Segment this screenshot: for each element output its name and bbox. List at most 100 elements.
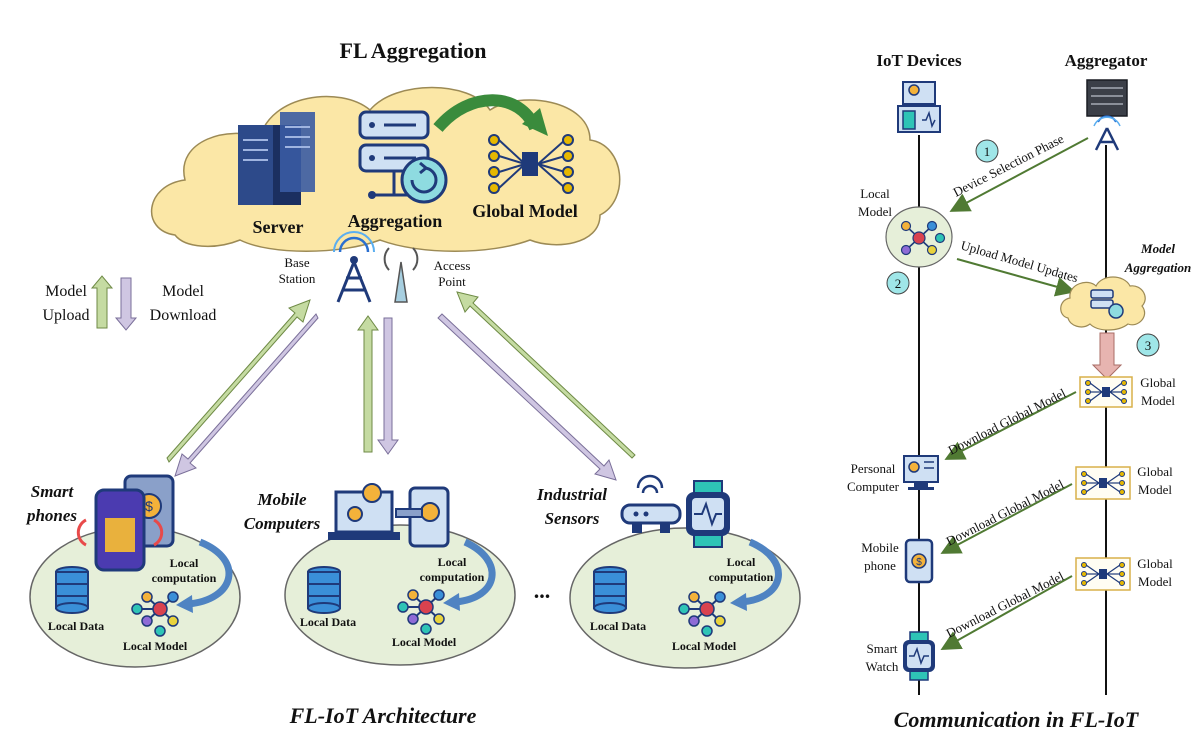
model-aggregation-label-2: Aggregation — [1124, 260, 1191, 275]
smart-watch-icon — [903, 631, 935, 681]
access-point-icon — [383, 247, 419, 303]
local-computation-arrow — [187, 538, 233, 608]
svg-text:$: $ — [145, 498, 153, 514]
global-model-2-label-1: Global — [1137, 464, 1173, 479]
mobile-computers-label-2: Computers — [244, 514, 321, 533]
personal-computer-label-1: Personal — [851, 461, 896, 476]
download-global-arrow-watch — [940, 575, 1073, 650]
aggregation-icon — [358, 110, 448, 204]
step-3-badge — [1136, 333, 1160, 357]
device-selection-arrow — [949, 137, 1089, 212]
local-data-label: Local Data — [590, 619, 646, 633]
industrial-sensors-label-2: Sensors — [545, 509, 600, 528]
personal-computer-icon — [903, 455, 939, 490]
tablet-icon — [395, 486, 450, 548]
local-data-label: Local Data — [300, 615, 356, 629]
download-global-arrow-pc — [944, 391, 1077, 460]
legend-upload-1: Model — [45, 283, 87, 300]
access-point-label-2: Point — [438, 274, 466, 289]
industrial-sensors-cluster — [569, 474, 801, 669]
step-2-badge — [886, 271, 910, 295]
aggregator-header: Aggregator — [1065, 51, 1148, 70]
access-point-label-1: Access — [434, 258, 471, 273]
step-1-number: 1 — [984, 144, 991, 159]
local-data-icon — [593, 566, 627, 614]
legend-download-2: Download — [150, 307, 217, 324]
laptop-icon — [328, 483, 400, 540]
personal-computer-label-2: Computer — [847, 479, 900, 494]
legend-download-arrow — [114, 277, 138, 331]
mobile-computers-label-1: Mobile — [256, 490, 307, 509]
local-computation-label-1: Local — [727, 555, 756, 569]
local-model-label: Local Model — [392, 635, 457, 649]
step-1-badge — [975, 139, 999, 163]
fl-aggregation-title: FL Aggregation — [340, 38, 487, 63]
local-computation-arrow — [454, 538, 496, 606]
aggregation-label: Aggregation — [348, 211, 443, 231]
iot-devices-icon — [897, 81, 941, 133]
mobile-computer-link-arrows — [357, 315, 399, 455]
global-model-icon — [488, 134, 574, 194]
global-model-3-label-2: Model — [1138, 574, 1172, 589]
local-model-icon — [678, 591, 726, 637]
global-model-label: Global Model — [472, 201, 578, 221]
aggregation-to-global-arrow — [433, 94, 541, 133]
local-model-node — [885, 206, 953, 268]
local-computation-label-2: computation — [420, 570, 485, 584]
local-computation-label-2: computation — [152, 571, 217, 585]
base-station-icon — [333, 231, 375, 303]
more-clusters-ellipsis: ... — [534, 578, 551, 603]
smartphones-cluster: $ — [29, 474, 241, 668]
base-station-label-2: Station — [279, 271, 316, 286]
smart-watch-label-2: Watch — [866, 659, 899, 674]
smart-watch-label-1: Smart — [866, 641, 897, 656]
legend-upload-2: Upload — [42, 307, 89, 324]
model-aggregation-cloud — [1060, 276, 1146, 331]
industrial-sensor-link-arrows — [437, 291, 636, 481]
communication-caption: Communication in FL-IoT — [894, 707, 1140, 732]
smartwatch-icon — [686, 480, 730, 548]
aggregator-server-icon — [1086, 79, 1128, 151]
svg-text:$: $ — [916, 557, 922, 568]
base-station-label-1: Base — [284, 255, 310, 270]
local-computation-label-2: computation — [709, 570, 774, 584]
local-model-label: Local Model — [672, 639, 737, 653]
global-model-box — [1079, 376, 1133, 408]
local-computation-label-1: Local — [438, 555, 467, 569]
architecture-caption: FL-IoT Architecture — [289, 703, 477, 728]
local-model-node-label-2: Model — [858, 204, 892, 219]
mobile-computers-cluster — [284, 483, 516, 666]
download-global-label-pc: Download Global Model — [946, 385, 1069, 458]
global-model-box — [1075, 466, 1131, 500]
device-selection-label: Device Selection Phase — [951, 131, 1067, 200]
global-model-box — [1075, 557, 1131, 591]
smartphone-icon: $ — [76, 474, 175, 572]
smartphone-link-arrows — [166, 299, 319, 477]
aggregation-to-global-arrow — [1091, 332, 1123, 380]
legend-upload-arrow — [90, 275, 114, 329]
download-global-label-phone: Download Global Model — [944, 476, 1067, 549]
local-computation-arrow — [741, 538, 782, 606]
local-model-node-label-1: Local — [860, 186, 890, 201]
download-global-arrow-phone — [940, 483, 1073, 554]
mobile-phone-label-1: Mobile — [861, 540, 899, 555]
smartphones-label-2: phones — [25, 506, 77, 525]
router-icon — [620, 474, 682, 533]
mobile-phone-label-2: phone — [864, 558, 896, 573]
local-model-label: Local Model — [123, 639, 188, 653]
global-model-2-label-2: Model — [1138, 482, 1172, 497]
server-icon — [238, 112, 315, 205]
local-data-icon — [55, 566, 89, 614]
step-3-number: 3 — [1145, 338, 1152, 353]
upload-updates-label: Upload Model Updates — [959, 237, 1080, 285]
global-model-1-label-2: Model — [1141, 393, 1175, 408]
local-model-icon — [397, 589, 445, 635]
server-label: Server — [253, 217, 304, 237]
local-data-icon — [307, 566, 341, 614]
local-model-icon — [131, 591, 179, 637]
local-computation-label-1: Local — [170, 556, 199, 570]
global-model-1-label-1: Global — [1140, 375, 1176, 390]
smartphones-label-1: Smart — [31, 482, 75, 501]
local-data-label: Local Data — [48, 619, 104, 633]
